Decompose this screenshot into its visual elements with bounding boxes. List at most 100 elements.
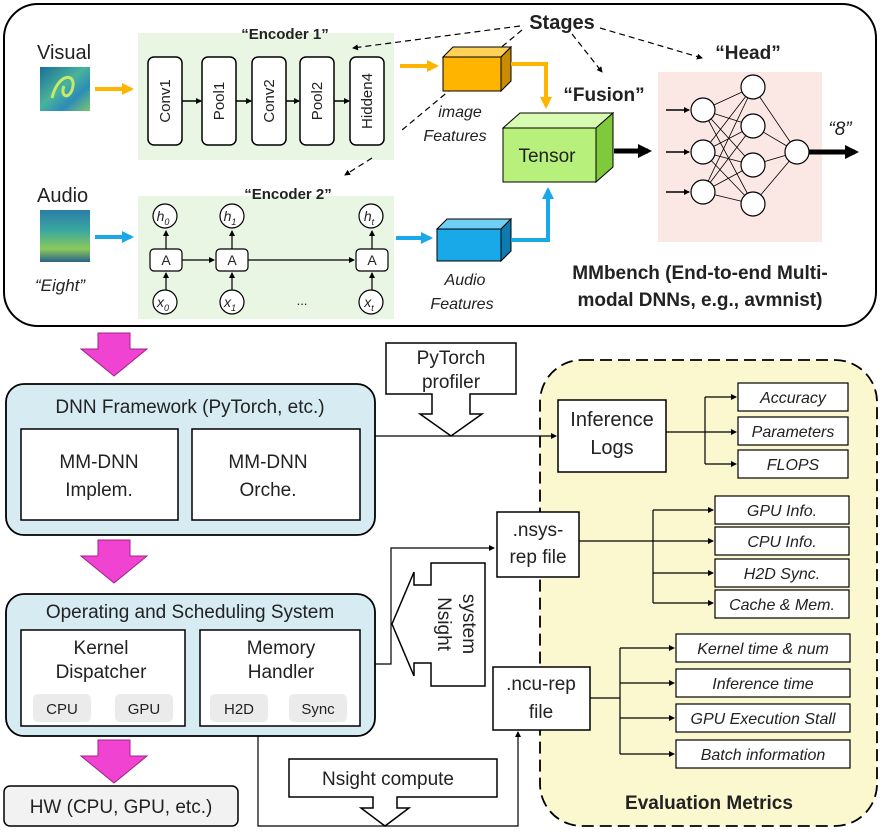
audio-spectrogram-image: [40, 210, 90, 262]
mm-dnn-orche-box: [191, 428, 361, 521]
audio-features-to-tensor-arrow: [511, 187, 554, 242]
chip-gpu: [115, 694, 173, 722]
stages-label: Stages: [529, 12, 595, 34]
inference-logs-line2: Logs: [590, 437, 633, 459]
audio-features-cube: [435, 217, 513, 263]
kernel-dispatcher-line2: Dispatcher: [56, 662, 147, 683]
mmbench-caption-line2: modal DNNs, e.g., avmnist): [578, 290, 823, 311]
rnn-input-0: [152, 289, 178, 315]
metric-gpu-info-box: [714, 495, 850, 525]
layer-hidden4-label: Hidden4: [359, 73, 376, 129]
visual-input-image: [40, 67, 90, 111]
metric-h2d-sync: H2D Sync.: [744, 566, 820, 583]
metric-flops-box: [737, 449, 849, 479]
metric-kernel-time: Kernel time & num: [697, 641, 829, 658]
metric-accuracy: Accuracy: [759, 390, 827, 407]
hw-box: [3, 785, 239, 827]
inference-logs-line1: Inference: [570, 409, 653, 431]
os-to-nsys-line: [375, 545, 495, 665]
mmbench-caption-line1: MMbench (End-to-end Multi-: [572, 263, 827, 284]
layer-pool2-label: Pool2: [309, 82, 326, 120]
image-features-cube: [441, 45, 513, 93]
metric-kernel-time-box: [675, 633, 851, 663]
pytorch-profiler-line2: profiler: [422, 372, 481, 393]
rnn-hidden-t-label: h: [364, 208, 372, 224]
metric-batch-info: Batch information: [701, 747, 826, 764]
metric-gpu-info: GPU Info.: [747, 503, 817, 520]
metric-inference-time: Inference time: [712, 676, 813, 693]
inference-logs-box: [557, 399, 667, 473]
nsight-system-line2: system: [458, 594, 479, 654]
rnn-hidden-1-label: h: [224, 208, 232, 224]
stage-pointers: [344, 25, 703, 176]
evaluation-title: Evaluation Metrics: [625, 793, 793, 814]
nsys-branches: [579, 507, 714, 606]
metric-parameters: Parameters: [752, 424, 835, 441]
head-input-arrows: [666, 107, 690, 195]
nsys-file-box: [496, 511, 580, 578]
rnn-hidden-0-label: h: [157, 208, 165, 224]
rnn-hidden-0: [152, 203, 178, 229]
framework-title: DNN Framework (PyTorch, etc.): [55, 397, 324, 418]
output-label: “8”: [828, 119, 853, 140]
rnn-input-t-label: x: [363, 294, 372, 310]
image-features-line2: Features: [423, 128, 486, 145]
nsight-compute-callout: [288, 758, 498, 827]
metric-batch-info-box: [675, 739, 851, 769]
os-title: Operating and Scheduling System: [46, 602, 334, 623]
layer-pool1-label: Pool1: [211, 82, 228, 120]
metric-flops: FLOPS: [767, 457, 820, 474]
svg-text:h1: h1: [224, 208, 237, 227]
pointer-head: [599, 27, 703, 60]
audio-features-line2: Features: [430, 296, 493, 313]
rnn-hidden-1: [219, 203, 245, 229]
rnn-cell-0-label: A: [161, 252, 171, 268]
metric-parameters-box: [737, 416, 849, 446]
audio-label: Audio: [37, 185, 88, 207]
chip-gpu-label: GPU: [128, 701, 161, 718]
memory-handler-line1: Memory: [247, 638, 316, 659]
chip-sync-label: Sync: [301, 701, 335, 718]
metric-accuracy-box: [737, 382, 849, 412]
layer-hidden4: [349, 56, 385, 146]
rnn-hidden-0-sub: 0: [164, 217, 169, 227]
logs-branches: [666, 394, 737, 467]
memory-handler-line2: Handler: [248, 662, 315, 683]
layer-conv1-label: Conv1: [157, 79, 174, 122]
metric-cache-mem: Cache & Mem.: [729, 597, 835, 614]
rnn-hidden-t-sub: t: [372, 217, 375, 227]
rnn-input-1-sub: 1: [231, 303, 236, 313]
svg-text:x0: x0: [156, 294, 169, 313]
svg-text:x1: x1: [223, 294, 236, 313]
metric-gpu-stall-box: [675, 703, 851, 733]
chip-h2d-label: H2D: [224, 701, 254, 718]
rnn-cell-1-label: A: [227, 252, 237, 268]
metric-gpu-stall: GPU Execution Stall: [691, 711, 836, 728]
pointer-fusion: [571, 33, 603, 73]
image-features-to-tensor-arrow: [511, 62, 552, 109]
audio-features-line1: Audio: [444, 272, 486, 289]
metric-h2d-sync-box: [714, 558, 850, 588]
chip-h2d: [210, 694, 268, 722]
chip-cpu-label: CPU: [46, 701, 78, 718]
rnn-ellipsis: ...: [297, 293, 308, 308]
svg-text:h0: h0: [157, 208, 170, 227]
audio-caption: “Eight”: [35, 276, 86, 295]
ncu-file-box: [492, 666, 591, 731]
flow-arrow-1: [79, 332, 149, 377]
rnn-hidden-1-sub: 1: [231, 217, 236, 227]
encoder1-label: “Encoder 1”: [241, 26, 329, 43]
metric-cache-mem-box: [714, 589, 850, 619]
kernel-dispatcher-line1: Kernel: [74, 638, 129, 659]
pytorch-profiler-callout: [385, 342, 517, 437]
encoder2-label: “Encoder 2”: [244, 186, 332, 203]
rnn-connectors: [163, 230, 375, 290]
layer-conv2-label: Conv2: [261, 79, 278, 122]
chip-cpu: [33, 694, 91, 722]
head-network-nodes: [690, 74, 810, 217]
pytorch-profiler-line1: PyTorch: [417, 348, 486, 369]
nsys-file-line1: .nsys-: [513, 520, 564, 541]
rnn-input-t-sub: t: [371, 303, 374, 313]
